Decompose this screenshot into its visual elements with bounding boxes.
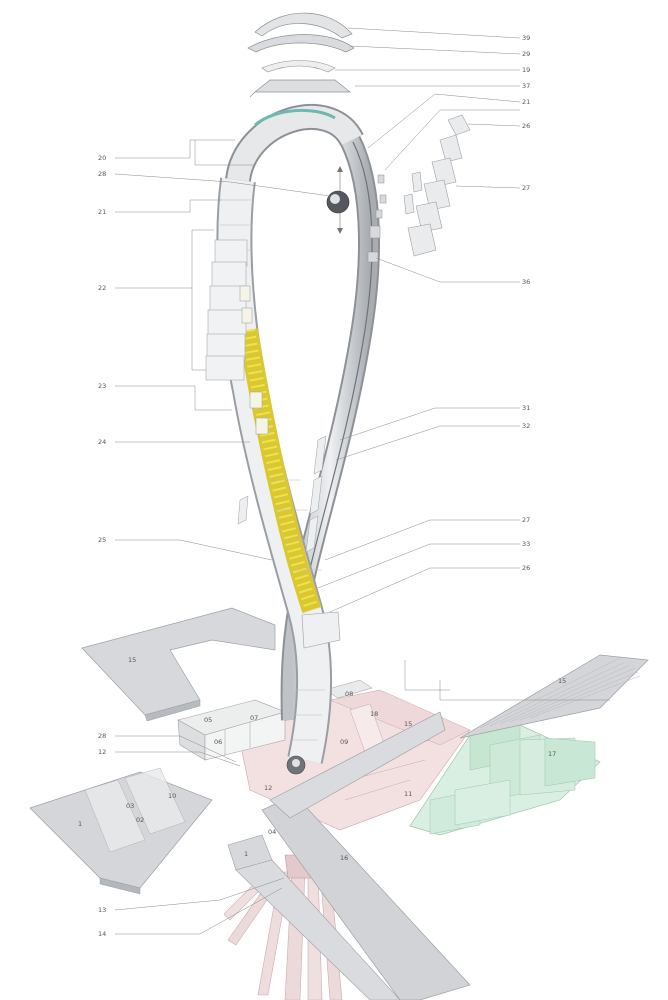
callout-12-left: 12 [98,748,106,756]
slab-16-diagonal [227,711,471,1000]
slab-15-left [81,607,276,722]
callout-19: 19 [522,66,530,74]
callout-labels: 39 29 19 37 21 26 27 36 31 32 27 33 26 2… [78,34,566,938]
part-15-center: 15 [404,720,412,728]
part-09: 09 [340,738,348,746]
callout-33: 33 [522,540,530,548]
small-boxes [177,679,373,761]
slab-15-right [459,654,649,739]
part-15-right: 15 [558,677,566,685]
part-01-lower: 1 [244,850,248,858]
callout-28-bottom: 28 [98,732,106,740]
exploded-facade-panels [403,114,471,257]
part-06: 06 [214,738,222,746]
roof-caps [247,12,355,98]
part-04: 04 [268,828,276,836]
part-07: 07 [250,714,258,722]
part-15-left: 15 [128,656,136,664]
callout-26-lower: 26 [522,564,530,572]
callout-26-top: 26 [522,122,530,130]
part-05: 05 [204,716,212,724]
leader-lines [114,27,610,935]
fittings-36 [367,174,387,263]
pod-28 [326,166,350,234]
part-17: 17 [548,750,556,758]
part-08: 08 [345,690,353,698]
callout-20: 20 [98,154,106,162]
part-01-left: 1 [78,820,82,828]
callout-37: 37 [522,82,530,90]
part-12: 12 [264,784,272,792]
tower-base-node [286,611,341,775]
callout-22: 22 [98,284,106,292]
callout-21-left: 21 [98,208,106,216]
part-02: 02 [136,816,144,824]
callout-24: 24 [98,438,106,446]
tower-loop [216,104,380,764]
slab-01-left [29,767,213,895]
callout-25: 25 [98,536,106,544]
part-10: 10 [168,792,176,800]
callout-36: 36 [522,278,530,286]
callout-23: 23 [98,382,106,390]
part-16: 16 [340,854,348,862]
callout-21-right: 21 [522,98,530,106]
callout-14: 14 [98,930,106,938]
callout-39: 39 [522,34,530,42]
callout-27-lower: 27 [522,516,530,524]
green-glass-building [409,724,601,836]
callout-32: 32 [522,422,530,430]
part-18: 18 [370,710,378,718]
callout-28-top: 28 [98,170,106,178]
left-facade-fins [205,239,269,435]
callout-29: 29 [522,50,530,58]
lower-fins [237,435,327,553]
callout-13: 13 [98,906,106,914]
callout-31: 31 [522,404,530,412]
callout-27-top: 27 [522,184,530,192]
part-11: 11 [404,790,412,798]
part-03: 03 [126,802,134,810]
